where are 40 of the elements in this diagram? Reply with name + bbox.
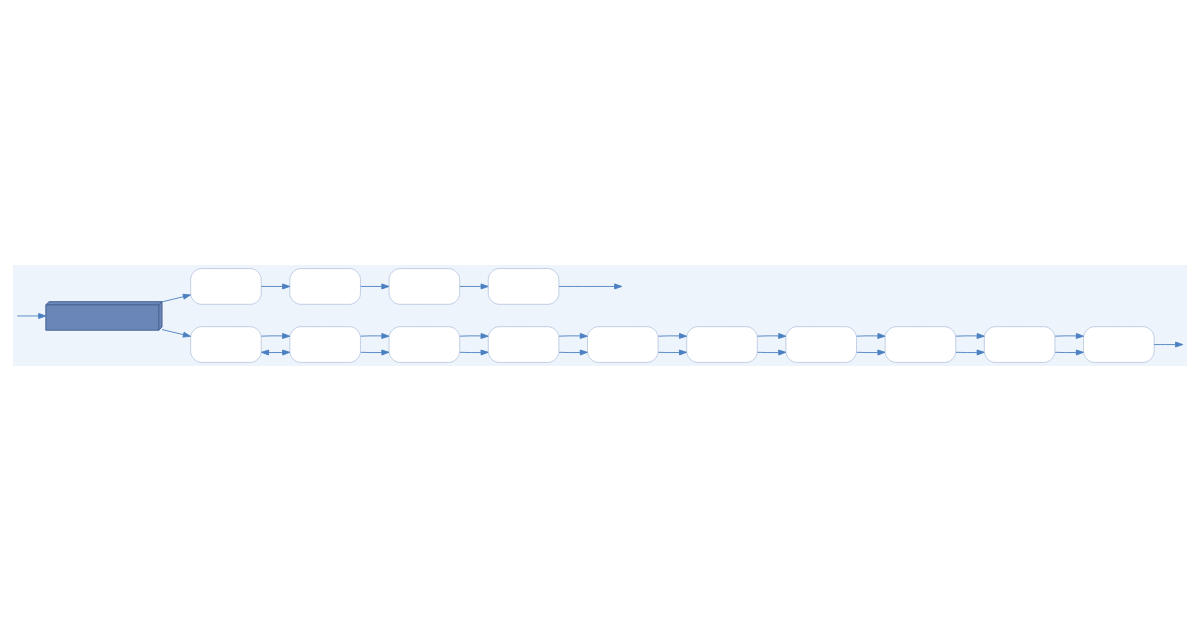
arrow bbox=[161, 293, 191, 302]
node-box bbox=[289, 325, 361, 363]
arrow bbox=[1054, 332, 1084, 339]
arrow bbox=[459, 283, 489, 289]
node-box bbox=[190, 325, 262, 363]
arrow bbox=[1153, 341, 1184, 347]
arrow bbox=[558, 349, 588, 355]
arrow bbox=[558, 332, 588, 339]
node-box bbox=[388, 325, 461, 363]
arrow bbox=[955, 332, 985, 339]
arrow bbox=[360, 332, 390, 339]
arrow bbox=[261, 349, 291, 355]
node-box bbox=[487, 267, 560, 305]
arrow bbox=[360, 283, 390, 289]
node-box bbox=[388, 267, 461, 305]
node-box bbox=[686, 325, 758, 363]
node-box bbox=[983, 325, 1056, 363]
arrow bbox=[459, 332, 489, 339]
arrow bbox=[856, 349, 886, 355]
arrow bbox=[16, 312, 47, 319]
arrow bbox=[261, 332, 291, 339]
arrow bbox=[161, 328, 191, 338]
arrow bbox=[360, 349, 390, 355]
arrow bbox=[856, 332, 886, 339]
arrow bbox=[657, 332, 688, 339]
arrow bbox=[657, 349, 688, 355]
arrow bbox=[955, 349, 985, 355]
arrow bbox=[558, 283, 623, 289]
node-box bbox=[1083, 325, 1155, 363]
node-box bbox=[190, 267, 262, 305]
node-box bbox=[289, 267, 361, 305]
arrow bbox=[1054, 349, 1084, 355]
arrow bbox=[261, 283, 291, 289]
node-box bbox=[884, 325, 957, 363]
arrow bbox=[757, 349, 787, 355]
node-box bbox=[785, 325, 857, 363]
arrow bbox=[757, 332, 787, 339]
node-box bbox=[487, 325, 560, 363]
node-box bbox=[587, 325, 659, 363]
arrow bbox=[459, 349, 489, 355]
